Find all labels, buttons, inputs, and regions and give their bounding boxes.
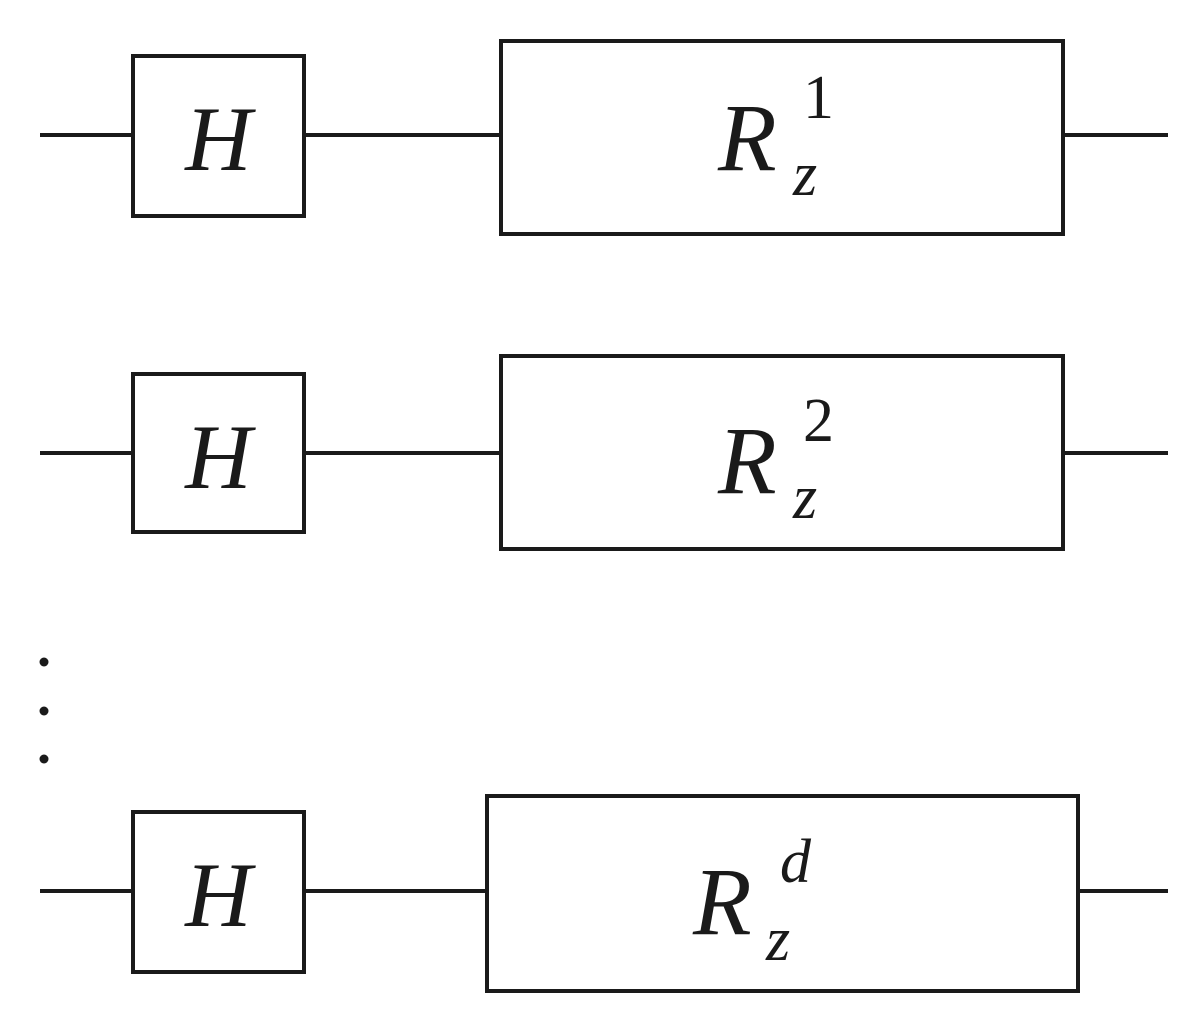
rz-subscript-1: z xyxy=(792,141,817,209)
qubit-row-2: H R z 2 xyxy=(40,354,1168,551)
rz-subscript-2: z xyxy=(792,464,817,532)
rz-superscript-2: 2 xyxy=(803,387,834,455)
rz-base-1: R xyxy=(717,84,777,191)
rz-base-d: R xyxy=(692,848,752,955)
rz-label-1: R z 1 xyxy=(717,64,834,209)
hadamard-label-1: H xyxy=(184,88,256,190)
ellipsis-dot xyxy=(39,706,49,716)
rz-gate-d xyxy=(485,794,1080,993)
rz-superscript-d: d xyxy=(780,828,812,896)
ellipsis-dot xyxy=(39,657,49,667)
ellipsis-dot xyxy=(39,754,49,764)
rz-gate-2 xyxy=(499,354,1065,551)
qubit-row-1: H R z 1 xyxy=(40,39,1168,236)
vertical-ellipsis xyxy=(39,657,49,764)
rz-subscript-d: z xyxy=(765,906,790,974)
qubit-row-d: H R z d xyxy=(40,794,1168,993)
rz-base-2: R xyxy=(717,407,777,514)
rz-label-2: R z 2 xyxy=(717,387,834,532)
rz-superscript-1: 1 xyxy=(803,64,834,132)
rz-gate-1 xyxy=(499,39,1065,236)
hadamard-label-d: H xyxy=(184,844,256,946)
rz-label-d: R z d xyxy=(692,828,812,974)
hadamard-gate-d xyxy=(131,810,306,974)
hadamard-gate-2 xyxy=(131,372,306,534)
hadamard-label-2: H xyxy=(184,406,256,508)
